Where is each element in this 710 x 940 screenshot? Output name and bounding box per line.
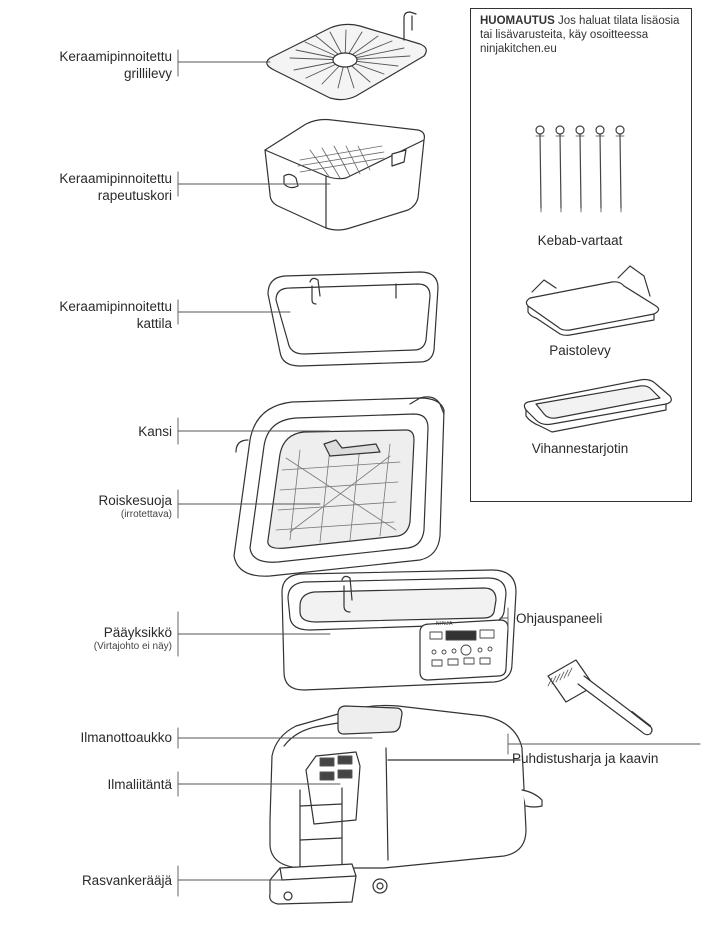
label-main-unit-name: Pääyksikkö xyxy=(103,625,172,640)
vegetable-tray-illustration xyxy=(523,378,672,433)
crisper-basket-illustration xyxy=(264,118,425,231)
cooking-pot-illustration xyxy=(267,271,439,367)
label-crisper-basket-line2: rapeutuskori xyxy=(97,188,172,203)
baking-pan-illustration xyxy=(525,265,660,336)
label-main-unit-note: (Virtajohto ei näy) xyxy=(93,641,172,652)
label-air-outlet: Ilmaliitäntä xyxy=(107,777,172,792)
note-body: Jos haluat tilata lisäosia tai lisävarus… xyxy=(480,15,680,55)
label-control-panel: Ohjauspaneeli xyxy=(516,611,603,626)
label-vegetable-tray: Vihannestarjotin xyxy=(531,441,629,456)
panel-brand: NINJA xyxy=(436,621,453,627)
label-splatter-guard-name: Roiskesuoja xyxy=(98,493,172,508)
label-splatter-guard: Roiskesuoja (irrotettava) xyxy=(8,492,172,521)
label-main-unit: Pääyksikkö (Virtajohto ei näy) xyxy=(8,624,172,653)
grill-plate-illustration xyxy=(266,11,427,101)
note-text: HUOMAUTUS Jos haluat tilata lisäosia tai… xyxy=(480,14,685,56)
label-grill-plate: Keraamipinnoitettu grillilevy xyxy=(8,48,172,82)
label-cooking-pot-line2: kattila xyxy=(136,316,172,331)
label-grease-collector: Rasvankerääjä xyxy=(81,873,172,888)
label-cooking-pot: Keraamipinnoitettu kattila xyxy=(8,298,172,332)
lid-illustration xyxy=(233,396,445,577)
skewers-illustration xyxy=(535,125,625,213)
label-lid: Kansi xyxy=(138,424,172,439)
note-heading: HUOMAUTUS xyxy=(480,15,555,27)
label-splatter-guard-note: (irrotettava) xyxy=(120,509,172,520)
label-crisper-basket: Keraamipinnoitettu rapeutuskori xyxy=(8,170,172,204)
label-skewers: Kebab-vartaat xyxy=(537,233,623,248)
note-box xyxy=(470,8,692,502)
label-crisper-basket-line1: Keraamipinnoitettu xyxy=(59,171,172,186)
label-air-intake: Ilmanottoaukko xyxy=(80,730,172,745)
leader-lines xyxy=(177,49,701,897)
label-grill-plate-line2: grillilevy xyxy=(123,66,172,81)
label-baking-pan: Paistolevy xyxy=(549,343,611,358)
brush-illustration xyxy=(547,659,653,736)
label-brush: Puhdistusharja ja kaavin xyxy=(512,751,659,766)
label-cooking-pot-line1: Keraamipinnoitettu xyxy=(59,299,172,314)
label-grill-plate-line1: Keraamipinnoitettu xyxy=(59,49,172,64)
base-unit-illustration xyxy=(269,704,543,905)
main-unit-illustration xyxy=(281,569,517,691)
